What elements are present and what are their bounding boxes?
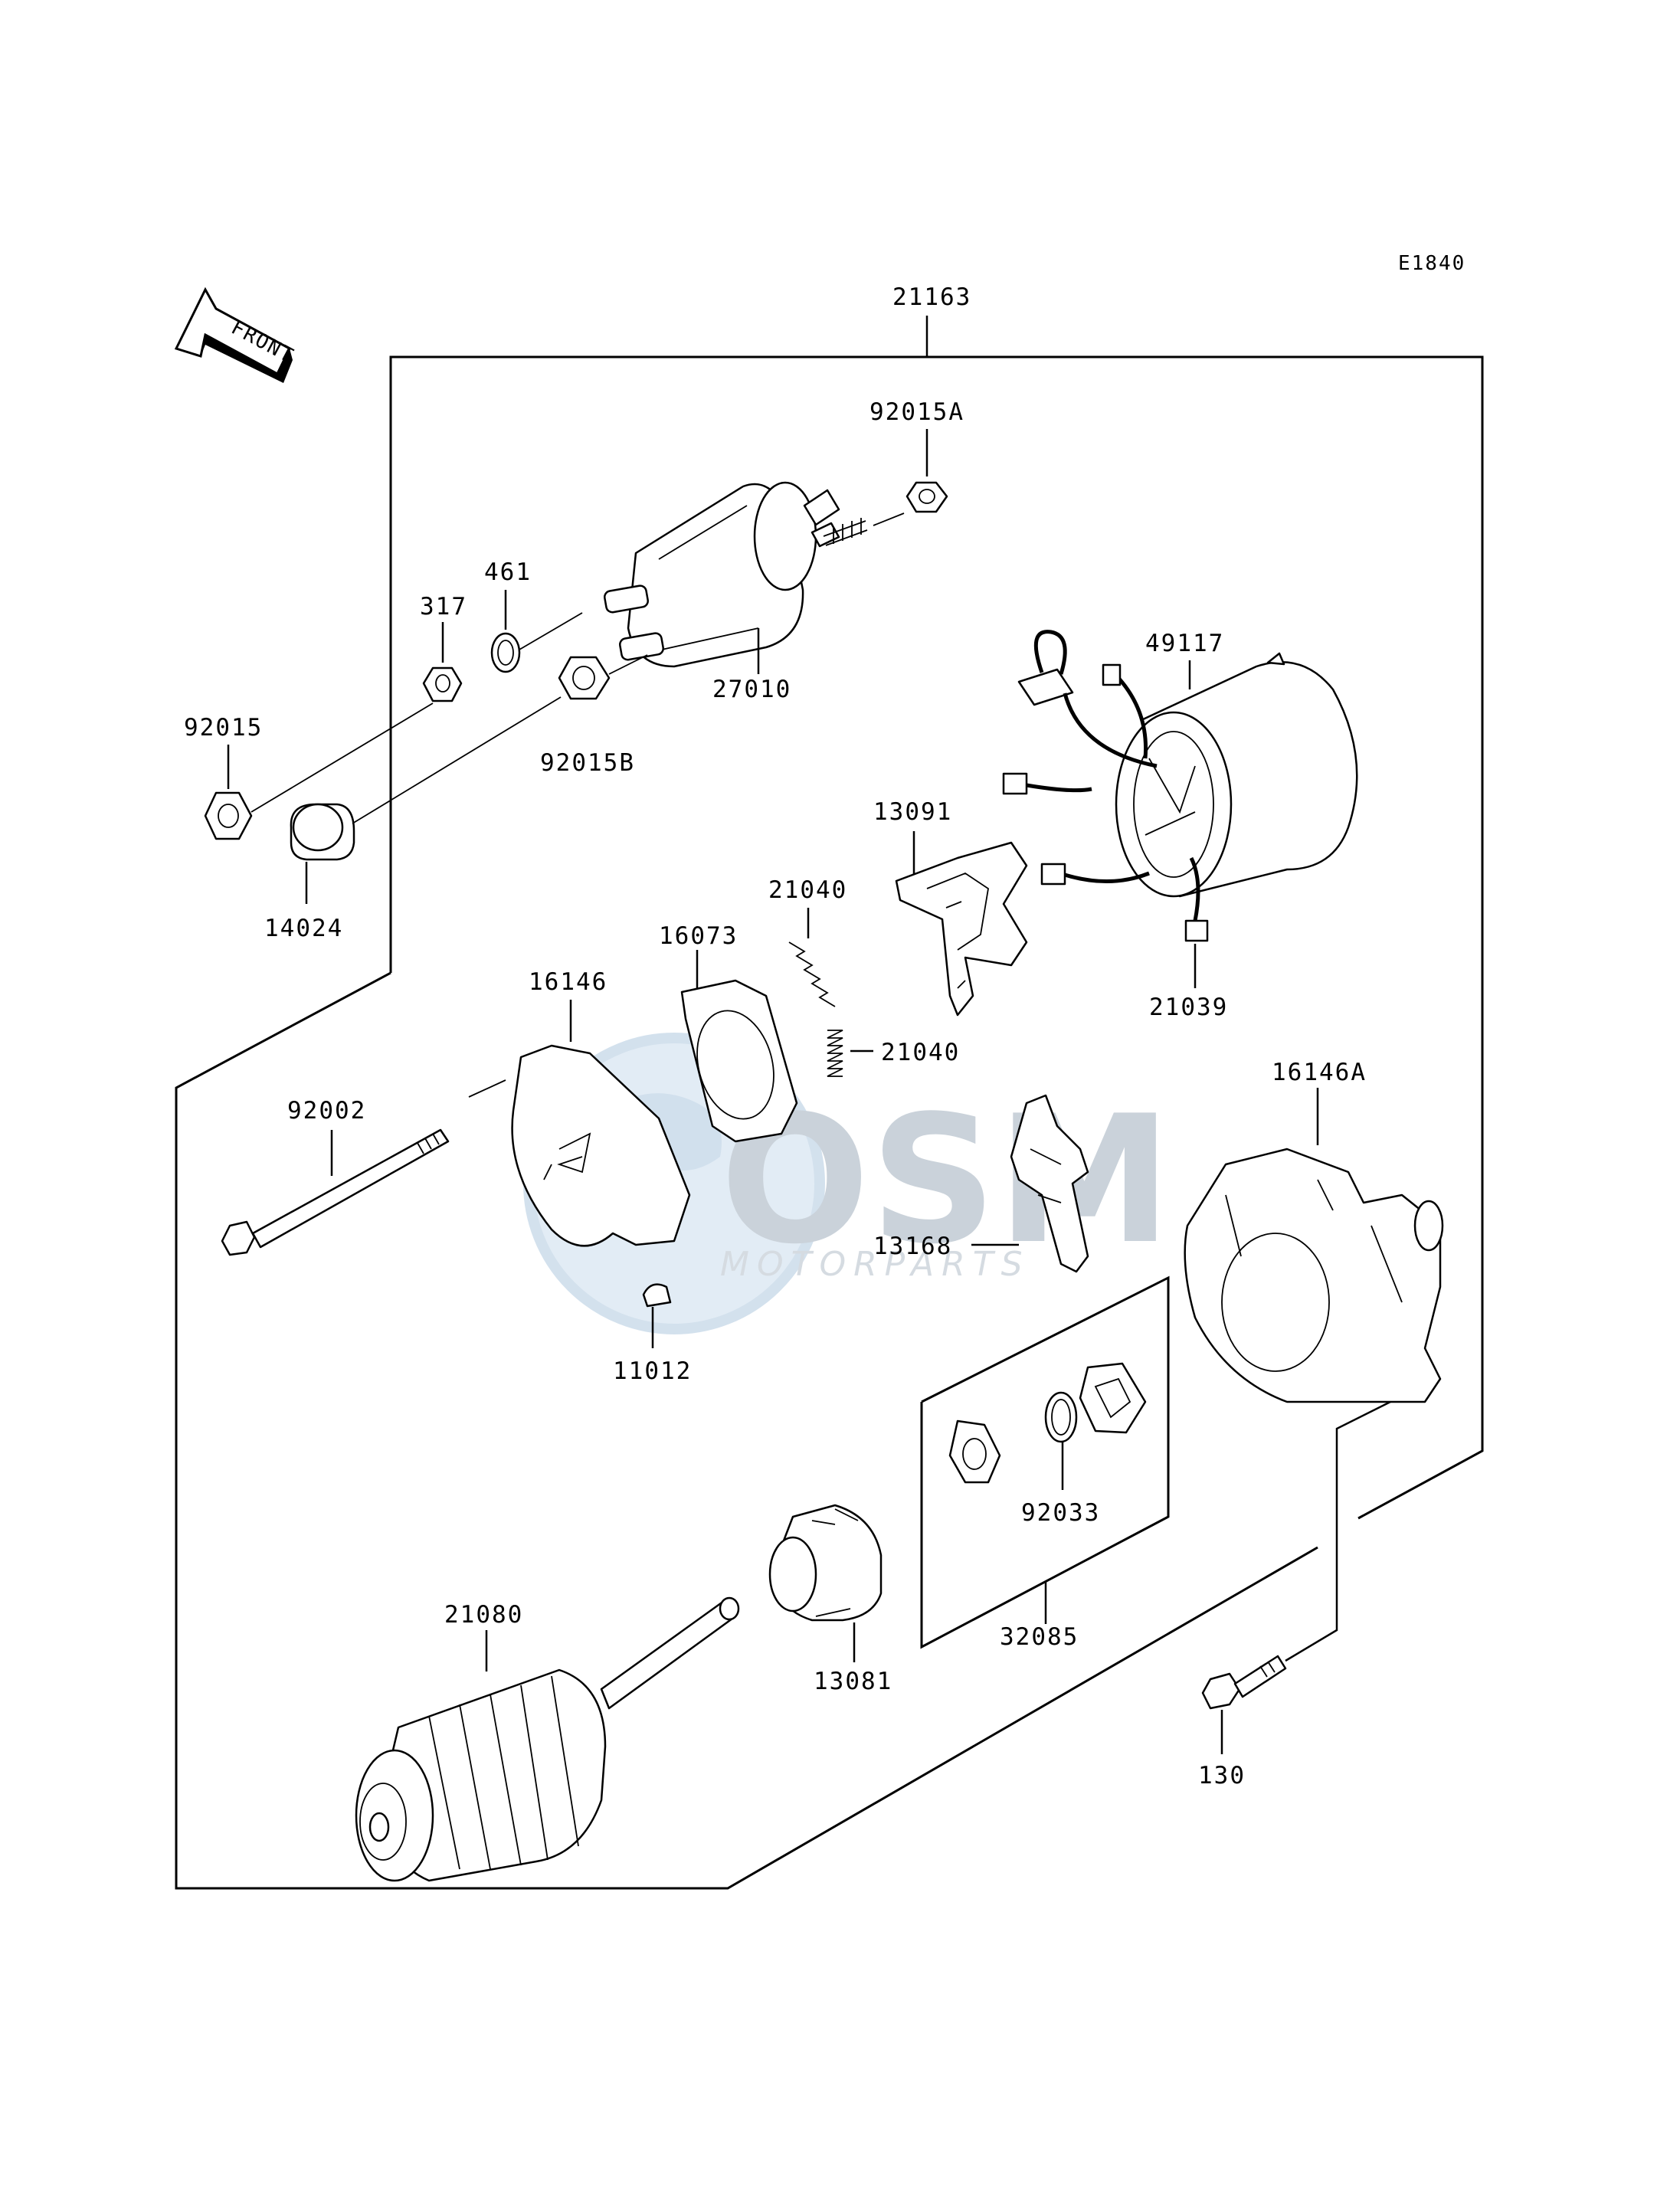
washer-461: [490, 590, 583, 673]
label-92015: 92015: [184, 714, 263, 742]
kit-32085: [920, 1275, 1170, 1649]
label-461: 461: [484, 558, 532, 586]
label-92015B: 92015B: [540, 749, 635, 777]
armature-21080: [355, 1596, 740, 1882]
label-92015A: 92015A: [869, 398, 964, 426]
end-cover-16146: [468, 1000, 691, 1247]
housing-16146A: [1184, 1088, 1444, 1403]
cap-14024: [290, 696, 562, 904]
label-13091: 13091: [873, 798, 952, 826]
pinion-13081: [768, 1504, 883, 1662]
nut-92015: [204, 702, 434, 840]
diagram-code: E1840: [1398, 252, 1465, 275]
solenoid-27010: [603, 481, 905, 674]
plate-16073: [680, 950, 798, 1143]
label-16146: 16146: [529, 968, 607, 996]
label-11012: 11012: [613, 1357, 692, 1385]
label-32085: 32085: [1000, 1623, 1079, 1651]
yoke-49117: [1002, 630, 1358, 942]
grommet-11012: [642, 1283, 672, 1348]
label-14024: 14024: [264, 915, 343, 942]
nut-92015B: [558, 654, 648, 700]
spring-21040-lower: [827, 1030, 873, 1077]
label-27010: 27010: [712, 676, 791, 703]
label-49117: 49117: [1145, 630, 1224, 657]
label-92033: 92033: [1021, 1499, 1100, 1527]
lever-13168: [971, 1094, 1089, 1273]
label-21039: 21039: [1149, 994, 1228, 1021]
label-21080: 21080: [444, 1601, 523, 1629]
nut-92015A: [905, 429, 948, 513]
label-21040-lower: 21040: [881, 1039, 960, 1066]
front-arrow-icon: FRONT: [174, 286, 298, 383]
label-92002: 92002: [287, 1097, 366, 1125]
through-bolt-92002: [221, 1128, 450, 1256]
bolt-130: [1201, 1400, 1391, 1754]
label-16073: 16073: [659, 922, 738, 950]
label-13081: 13081: [814, 1668, 892, 1695]
label-16146A: 16146A: [1272, 1059, 1367, 1086]
label-317: 317: [420, 593, 467, 620]
nut-317: [422, 622, 463, 702]
assembly-frame: [175, 316, 1484, 1890]
brush-holder-13091: [895, 831, 1028, 1017]
label-130: 130: [1198, 1762, 1246, 1789]
label-21163: 21163: [892, 283, 971, 311]
watermark-sub: MOTORPARTS: [720, 1245, 1030, 1284]
label-21040-upper: 21040: [768, 876, 847, 904]
label-13168: 13168: [873, 1233, 952, 1260]
spring-21040-upper: [788, 908, 836, 1007]
watermark-brand: OSM: [720, 1079, 1172, 1283]
